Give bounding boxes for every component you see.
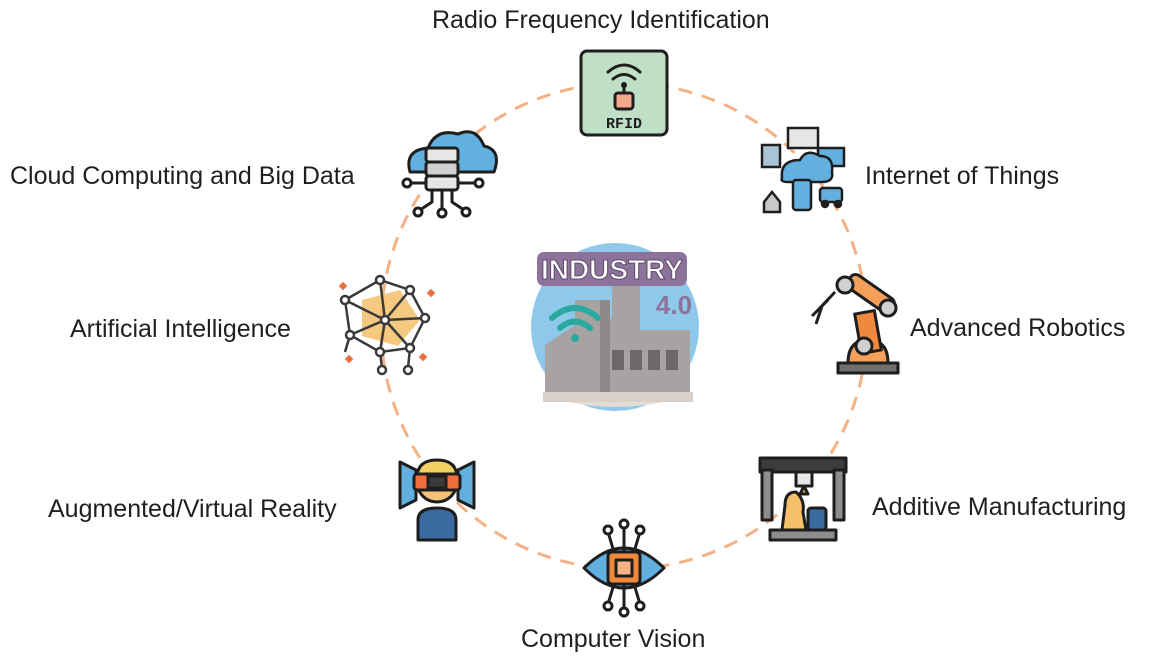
robot-arm-icon (810, 272, 900, 375)
industry-4-emblem: INDUSTRY 4.0 (531, 243, 699, 411)
industry-version: 4.0 (656, 290, 692, 320)
label-cloud-computing-big-data: Cloud Computing and Big Data (10, 162, 355, 190)
label-additive-manufacturing: Additive Manufacturing (872, 493, 1127, 521)
label-artificial-intelligence: Artificial Intelligence (70, 315, 291, 343)
eye-chip-icon (582, 518, 666, 618)
iot-cloud-network-icon (760, 126, 846, 214)
3d-printer-icon (758, 456, 848, 542)
label-advanced-robotics: Advanced Robotics (910, 314, 1126, 342)
label-computer-vision: Computer Vision (521, 625, 706, 653)
label-augmented-virtual-reality: Augmented/Virtual Reality (48, 495, 337, 523)
wifi-icon (549, 305, 601, 342)
industry-title: INDUSTRY (541, 254, 683, 285)
neural-network-icon (338, 274, 436, 376)
rfid-tag-icon: RFID (579, 49, 669, 137)
rfid-badge: RFID (606, 116, 642, 133)
cloud-database-icon (401, 130, 498, 219)
label-iot: Internet of Things (865, 162, 1060, 190)
industry-banner (537, 252, 687, 286)
label-rfid: Radio Frequency Identification (432, 6, 770, 34)
vr-headset-user-icon (398, 458, 476, 542)
